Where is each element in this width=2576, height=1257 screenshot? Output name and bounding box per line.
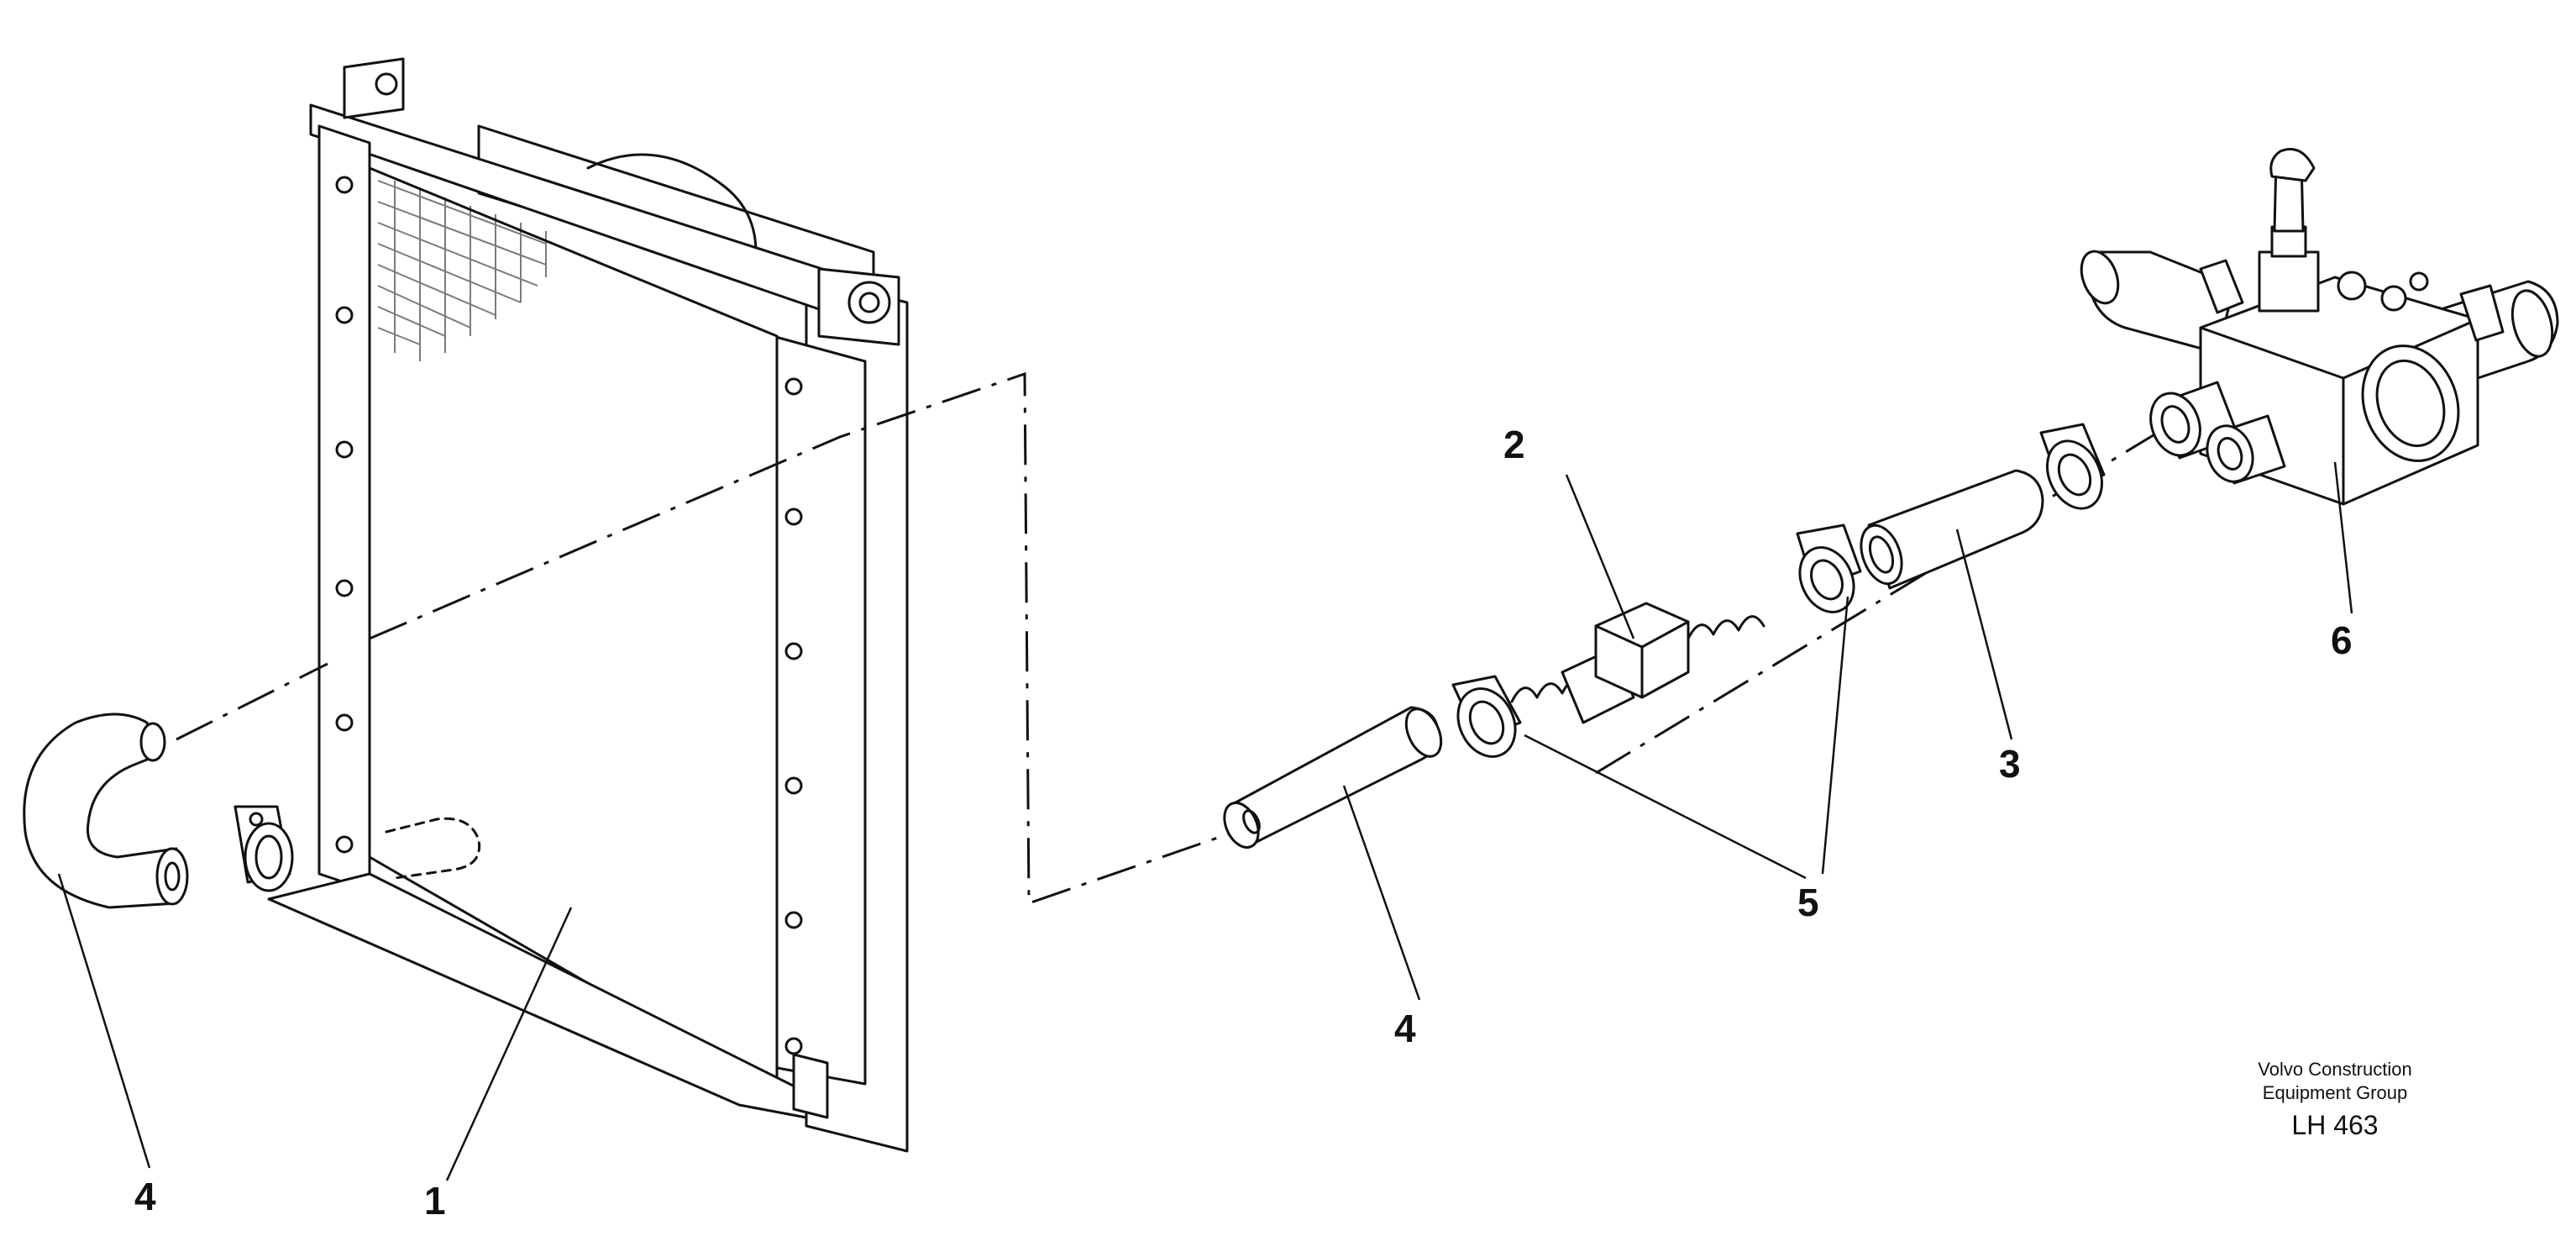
hose-sleeve (1860, 469, 2044, 590)
left-hose-clamp (233, 805, 294, 892)
radiator-cooler (267, 57, 909, 1153)
valve-housing (2080, 148, 2559, 506)
hose-clamp-right (2039, 423, 2106, 510)
credit-line-1: Volvo Construction (2258, 1059, 2411, 1080)
hose-clamp-lower (1451, 675, 1522, 758)
left-hose (23, 713, 189, 909)
callout-1: 1 (424, 1179, 446, 1223)
middle-tube (1223, 706, 1443, 849)
hose-clamp-upper (1796, 523, 1862, 613)
drawing-code: LH 463 (2291, 1110, 2378, 1140)
callout-6: 6 (2331, 618, 2353, 662)
credit-line-2: Equipment Group (2263, 1082, 2407, 1103)
callout-4-middle: 4 (1394, 1007, 1416, 1050)
leader-lines (57, 461, 2353, 1181)
valve-insert (1510, 602, 1765, 724)
callout-4-left: 4 (134, 1175, 156, 1218)
callout-5: 5 (1797, 881, 1819, 924)
callout-2: 2 (1503, 423, 1525, 466)
callout-3: 3 (1999, 742, 2021, 786)
